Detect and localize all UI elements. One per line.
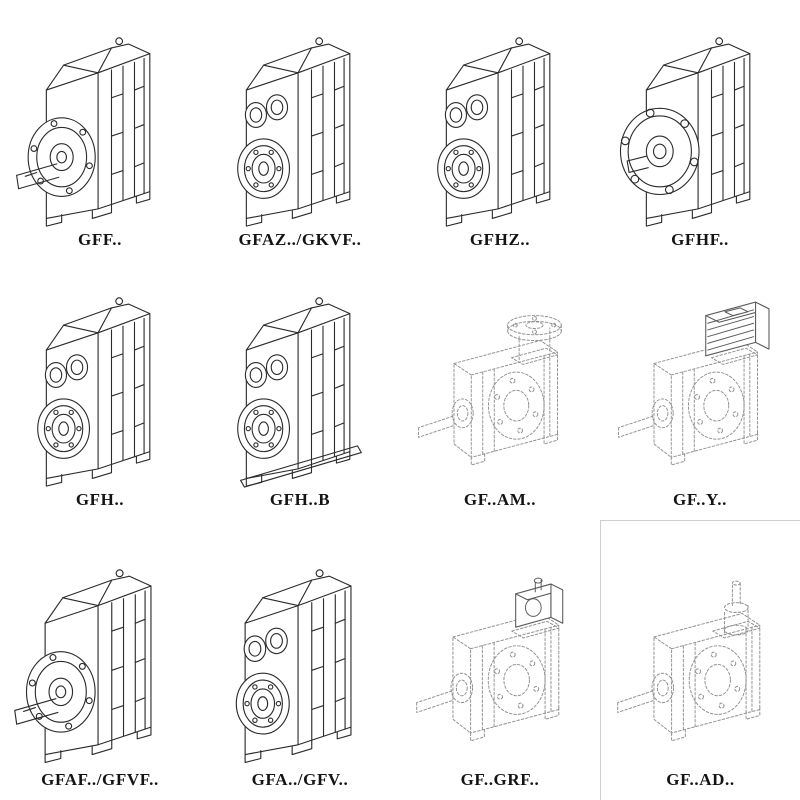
model-label: GFH..B [269, 490, 331, 510]
gearbox-hollow-shaft-drawing [4, 283, 196, 489]
catalog-cell: GFAZ../GKVF.. [200, 0, 400, 260]
catalog-cell: GFA../GFV.. [200, 520, 400, 800]
catalog-cell: GFHZ.. [400, 0, 600, 260]
model-label: GFH.. [75, 490, 125, 510]
gearbox-input-shaft-dashed-drawing [603, 551, 799, 769]
model-label: GF..AD.. [666, 770, 735, 790]
model-label: GFHZ.. [469, 230, 531, 250]
model-label: GFF.. [78, 230, 122, 250]
model-label: GF..Y.. [673, 490, 727, 510]
model-label: GF..AM.. [463, 490, 537, 510]
gearbox-front-flange-drawing [604, 23, 796, 229]
catalog-cell: GFHF.. [600, 0, 800, 260]
gearbox-hollow-shaft-baseplate-drawing [204, 283, 396, 489]
gearbox-hollow-shaft-drawing [404, 23, 596, 229]
catalog-cell: GFH.. [0, 260, 200, 520]
catalog-cell: GFAF../GFVF.. [0, 520, 200, 800]
model-label: GFA../GFV.. [251, 770, 349, 790]
catalog-cell: GFH..B [200, 260, 400, 520]
catalog-cell: GFF.. [0, 0, 200, 260]
gearbox-motor-dashed-drawing [604, 283, 796, 489]
model-label: GF..GRF.. [460, 770, 540, 790]
gearbox-hollow-shaft-drawing [202, 551, 398, 769]
catalog-cell: GF..Y.. [600, 260, 800, 520]
gearbox-flange-shaft-drawing [4, 23, 196, 229]
gearbox-hollow-shaft-drawing [204, 23, 396, 229]
model-label: GFHF.. [671, 230, 729, 250]
model-label: GFAZ../GKVF.. [238, 230, 362, 250]
catalog-cell: GF..AM.. [400, 260, 600, 520]
gearbox-top-input-flange-dashed-drawing [404, 283, 596, 489]
gearbox-adapter-unit-dashed-drawing [402, 551, 598, 769]
catalog-cell: GF..AD.. [600, 520, 800, 800]
catalog-cell: GF..GRF.. [400, 520, 600, 800]
gearbox-flange-shaft-drawing [2, 551, 198, 769]
model-label: GFAF../GFVF.. [41, 770, 159, 790]
